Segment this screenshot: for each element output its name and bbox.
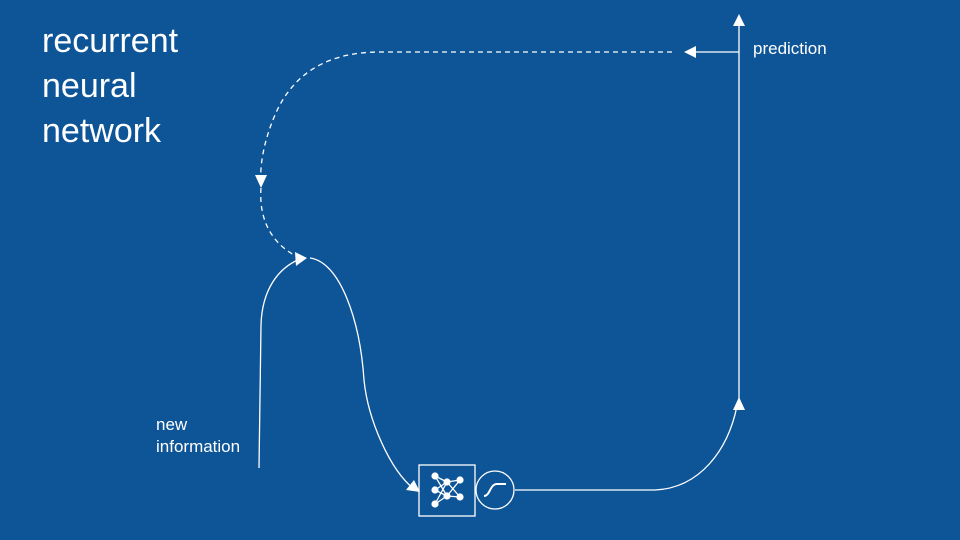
new-information-label-line-1: new <box>156 415 188 434</box>
new-information-label: new information <box>156 414 240 458</box>
loop-arrowhead <box>255 175 267 188</box>
network-input-arrowhead <box>406 480 420 492</box>
input-connector <box>258 258 301 469</box>
prediction-label: prediction <box>753 39 827 58</box>
sigmoid-activation-icon <box>475 470 515 510</box>
title-line-2: neural <box>42 67 137 105</box>
activation-to-output-connector <box>515 405 738 491</box>
merge-to-network-connector <box>309 257 415 490</box>
title-line-1: recurrent <box>42 22 179 60</box>
feedback-arrowhead <box>684 46 696 58</box>
merge-arrowhead <box>295 252 307 266</box>
output-line-arrowhead <box>733 397 745 410</box>
recurrent-loop-return-connector <box>260 187 295 256</box>
output-arrowhead <box>733 14 745 26</box>
title-line-3: network <box>42 112 162 150</box>
new-information-label-line-2: information <box>156 437 241 456</box>
slide-title: recurrent neural network <box>42 19 178 154</box>
neural-network-icon <box>418 464 476 517</box>
recurrent-loop-connector <box>260 51 672 181</box>
